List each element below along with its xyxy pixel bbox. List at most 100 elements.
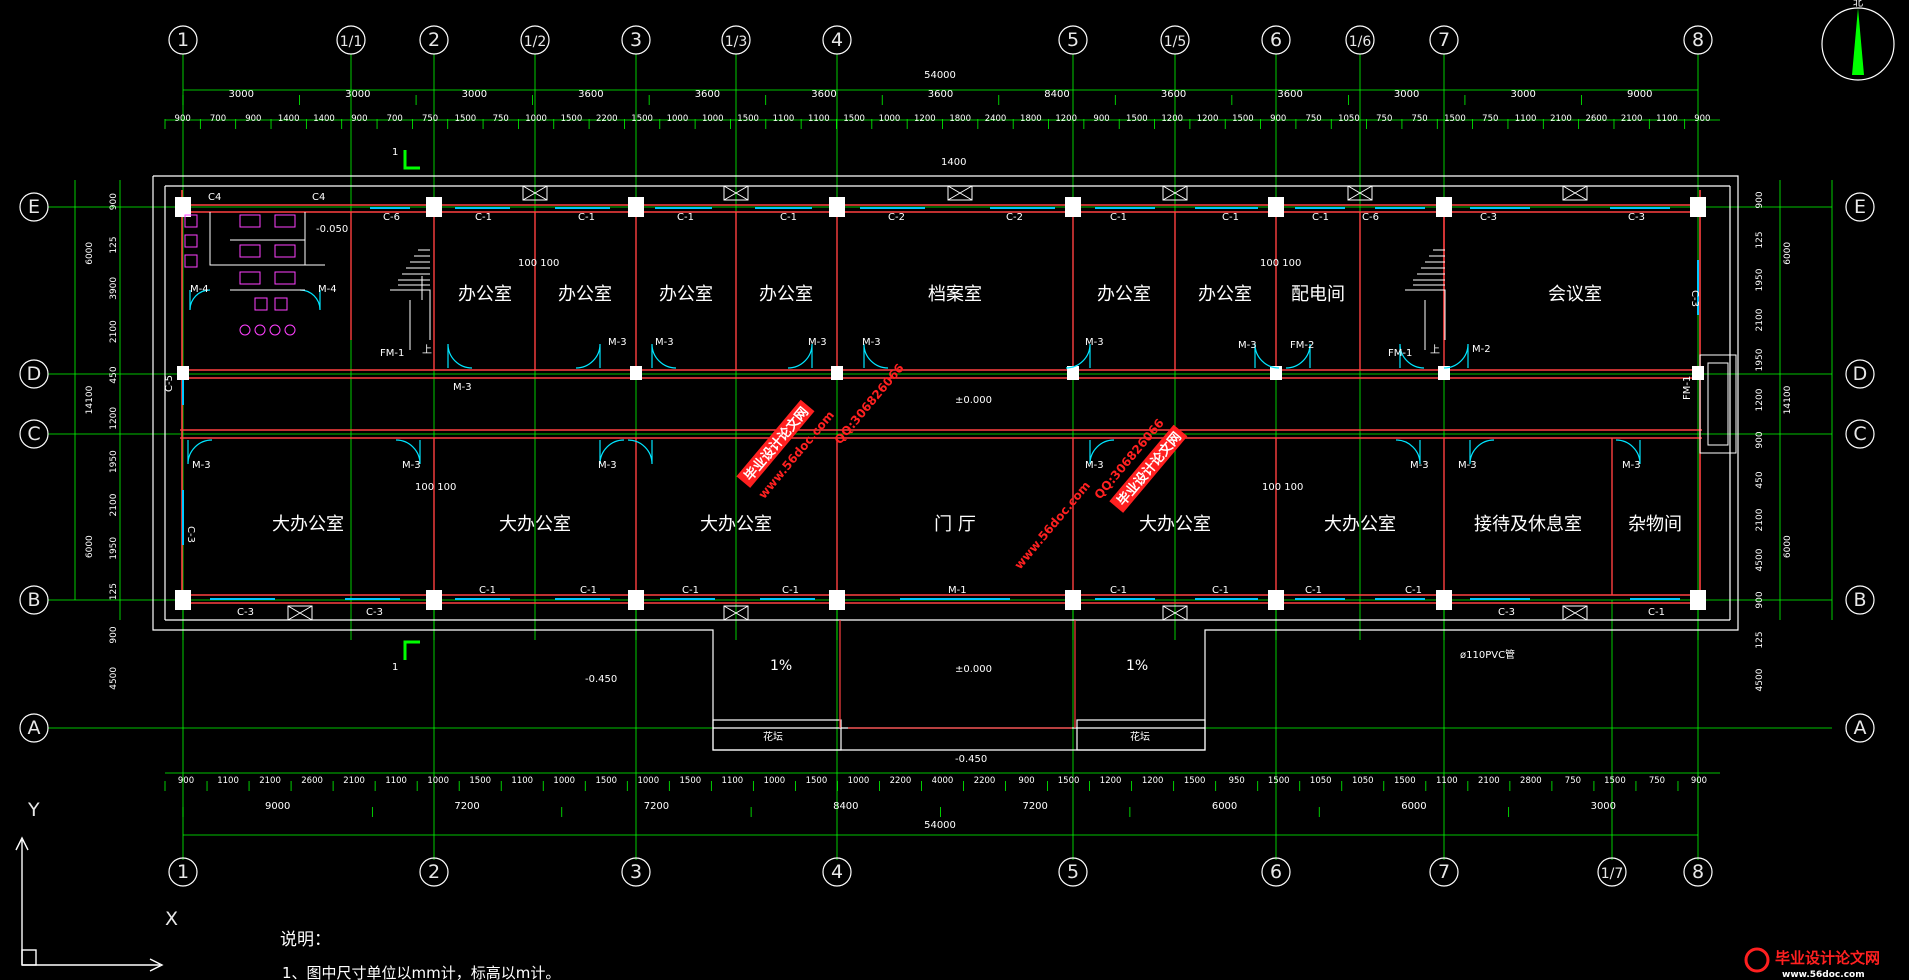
tag-fm1-3: FM-1 bbox=[1682, 376, 1693, 400]
dim-top-primary-9: 3600 bbox=[1277, 89, 1302, 100]
room-bottom-6: 接待及休息室 bbox=[1474, 514, 1582, 535]
corner-watermark-logo: 毕业设计论文网 www.56doc.com bbox=[1738, 944, 1909, 980]
dim-bottom-detail-32: 2800 bbox=[1520, 776, 1542, 786]
grid-bubble-left-0: E bbox=[19, 192, 49, 222]
doors bbox=[187, 289, 1641, 465]
tag-m3-3: M-3 bbox=[655, 337, 674, 348]
vent-top-box-0 bbox=[522, 185, 548, 201]
slope-right: 1% bbox=[1126, 658, 1148, 674]
grid-bubble-top-2-circle bbox=[419, 25, 449, 55]
grid-bubble-bottom-1-circle bbox=[419, 857, 449, 887]
section-label-top: 1 bbox=[392, 147, 398, 158]
dim-right-4: 1950 bbox=[1755, 348, 1765, 371]
dim-bottom-detail-26: 1500 bbox=[1268, 776, 1290, 786]
vent-top-1 bbox=[723, 185, 749, 201]
grid-bubble-right-2-circle bbox=[1845, 419, 1875, 449]
column-0-6 bbox=[1436, 197, 1452, 217]
door-top-9 bbox=[1443, 343, 1469, 369]
tag-c3-7: C-3 bbox=[1689, 290, 1700, 307]
room-labels: 办公室办公室办公室办公室档案室办公室办公室配电间会议室大办公室大办公室大办公室门… bbox=[272, 284, 1682, 535]
room-bottom-1: 大办公室 bbox=[499, 514, 571, 535]
dim-top-detail-40: 2600 bbox=[1585, 114, 1607, 124]
grid-bubble-left-2-circle bbox=[19, 419, 49, 449]
tag-fm1-2: FM-1 bbox=[1388, 348, 1412, 359]
tag-m3-5: M-3 bbox=[862, 337, 881, 348]
tag-c4-1: C4 bbox=[208, 192, 221, 203]
grid-bubble-bottom-1: 2 bbox=[419, 857, 449, 887]
tag-c1-2: C-1 bbox=[578, 212, 595, 223]
grid-bubble-bottom-5: 6 bbox=[1261, 857, 1291, 887]
dim-left-0: 900 bbox=[109, 193, 119, 210]
dim-bottom-detail-33: 750 bbox=[1565, 776, 1581, 786]
slope-left: 1% bbox=[770, 658, 792, 674]
dim-left-2: 3900 bbox=[109, 277, 119, 300]
dim-top-primary-11: 3000 bbox=[1510, 89, 1535, 100]
room-top-4: 档案室 bbox=[928, 284, 982, 305]
grid-bubble-top-8: 1/5 bbox=[1160, 25, 1190, 55]
column-0-2 bbox=[628, 197, 644, 217]
dim-top-detail-30: 1500 bbox=[1232, 114, 1254, 124]
door-top-3 bbox=[787, 343, 813, 369]
column-mid-2 bbox=[831, 366, 843, 380]
grid-bubble-bottom-6-circle bbox=[1429, 857, 1459, 887]
vent-bottom-x-2 bbox=[1162, 605, 1188, 621]
dim-top-detail-31: 900 bbox=[1270, 114, 1286, 124]
north-label: 北 bbox=[1853, 0, 1863, 9]
dim-left-1: 125 bbox=[109, 236, 119, 253]
door-top-4 bbox=[863, 343, 889, 369]
grid-bubble-right-3: B bbox=[1845, 585, 1875, 615]
vent-bottom-0 bbox=[287, 605, 313, 621]
grid-bubble-left-4-circle bbox=[19, 713, 49, 743]
column-mid-5 bbox=[1438, 366, 1450, 380]
dim-bottom-detail-35: 750 bbox=[1649, 776, 1665, 786]
grid-bubble-top-6-label: 4 bbox=[831, 29, 843, 51]
dim-bottom-detail-36: 900 bbox=[1691, 776, 1707, 786]
dim-bottom-detail-18: 4000 bbox=[932, 776, 954, 786]
room-bottom-0: 大办公室 bbox=[272, 514, 344, 535]
vent-bottom-box-2 bbox=[1162, 605, 1188, 621]
dim-right-total-1: 14100 bbox=[1783, 385, 1793, 414]
vent-top-x-1 bbox=[723, 185, 749, 201]
grid-bubble-right-4-circle bbox=[1845, 713, 1875, 743]
grid-bubble-left-4: A bbox=[19, 713, 49, 743]
dim-top-detail-7: 750 bbox=[422, 114, 438, 124]
grid-bubble-right-3-circle bbox=[1845, 585, 1875, 615]
grid-bubble-top-9-circle bbox=[1261, 25, 1291, 55]
grid-bubble-top-10-label: 1/6 bbox=[1349, 34, 1372, 50]
dim-bottom-detail-29: 1500 bbox=[1394, 776, 1416, 786]
door-bottom-4 bbox=[1089, 439, 1115, 465]
tag-m3-4: M-3 bbox=[808, 337, 827, 348]
door-bottom-2 bbox=[599, 439, 625, 465]
grid-bubble-top-3-circle bbox=[520, 25, 550, 55]
tag-m3-9: M-3 bbox=[402, 460, 421, 471]
vent-top-x-4 bbox=[1347, 185, 1373, 201]
grid-bubble-left-1: D bbox=[19, 359, 49, 389]
grid-bubble-top-10: 1/6 bbox=[1345, 25, 1375, 55]
stair-up-left: 上 bbox=[422, 344, 432, 356]
grid-bubble-top-4: 3 bbox=[621, 25, 651, 55]
door-top-1 bbox=[575, 343, 601, 369]
tag-m3-8: M-3 bbox=[192, 460, 211, 471]
grid-bubble-bottom-7-label: 1/7 bbox=[1601, 866, 1624, 882]
dim-top-detail-5: 900 bbox=[351, 114, 367, 124]
door-bottom-0 bbox=[187, 439, 213, 465]
grid-bubble-bottom-2: 3 bbox=[621, 857, 651, 887]
tag-c3-3: C-3 bbox=[237, 607, 254, 618]
structural-columns bbox=[175, 197, 1706, 610]
tag-m3-14: M-3 bbox=[1622, 460, 1641, 471]
grid-bubble-left-3-circle bbox=[19, 585, 49, 615]
dim-bottom-detail-24: 1500 bbox=[1184, 776, 1206, 786]
dim-top-detail-34: 750 bbox=[1376, 114, 1392, 124]
dim-left-10: 900 bbox=[109, 626, 119, 643]
dim-top-detail-28: 1200 bbox=[1161, 114, 1183, 124]
dim-right-12: 4500 bbox=[1755, 668, 1765, 691]
dim-bottom-primary-0: 9000 bbox=[265, 801, 290, 812]
tag-c1-4: C-1 bbox=[780, 212, 797, 223]
grid-bubble-bottom-0: 1 bbox=[168, 857, 198, 887]
vent-bottom-box-3 bbox=[1562, 605, 1588, 621]
tag-c5: C-5 bbox=[164, 375, 175, 392]
room-bottom-3: 门 厅 bbox=[934, 514, 976, 535]
dim-top-primary-12: 9000 bbox=[1627, 89, 1652, 100]
